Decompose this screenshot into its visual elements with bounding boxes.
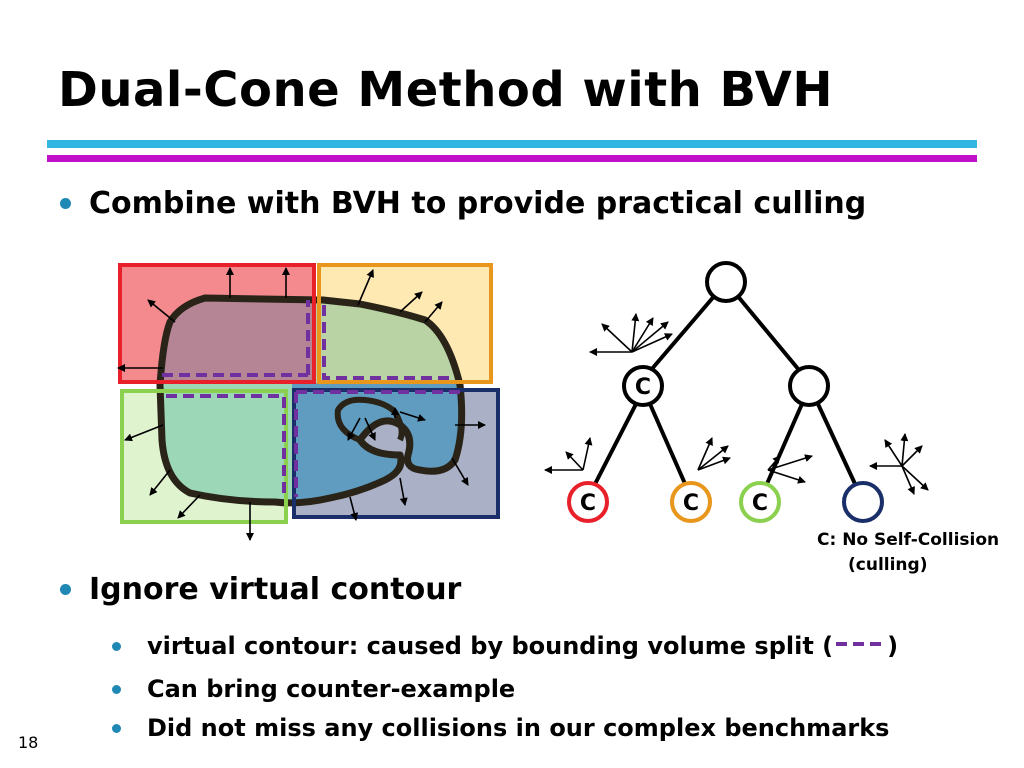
bullet-dot-icon (60, 584, 71, 595)
bullet-text: Ignore virtual contour (89, 572, 462, 607)
page-number: 18 (18, 733, 39, 752)
title-rule-cyan (47, 140, 977, 148)
title-rule-magenta (47, 155, 977, 162)
bvh-contour-diagram (117, 263, 500, 541)
bv-orange (317, 263, 493, 384)
cone-arrows (544, 313, 929, 495)
bvh-tree-diagram: C C C C (544, 261, 929, 523)
bullet-dot-icon (112, 723, 121, 733)
normal-arrows (117, 267, 486, 541)
bullet-dot-icon (60, 198, 71, 209)
slide-title: Dual-Cone Method with BVH (58, 62, 833, 118)
tree-leaf-navy (842, 481, 884, 523)
subbullet-benchmarks: Did not miss any collisions in our compl… (112, 714, 889, 742)
subbullet-text: Can bring counter-example (147, 675, 516, 703)
bullet-dot-icon (112, 684, 121, 694)
bullet-combine-bvh: Combine with BVH to provide practical cu… (60, 186, 866, 221)
tree-legend-line2: (culling) (848, 555, 928, 575)
subbullet-virtual-contour: virtual contour: caused by bounding volu… (112, 632, 898, 660)
tree-node-root (705, 261, 747, 303)
tree-node-right (788, 365, 830, 407)
tree-legend-line1: C: No Self-Collision (817, 530, 1000, 550)
bullet-ignore-virtual: Ignore virtual contour (60, 572, 461, 607)
tree-leaf-green-label: C (752, 491, 768, 516)
bullet-dot-icon (112, 641, 121, 651)
subbullet-text: Did not miss any collisions in our compl… (147, 714, 890, 742)
dashed-line-icon (836, 642, 885, 646)
inner-swirl (334, 396, 405, 443)
tree-leaf-red (567, 481, 609, 523)
tree-leaf-orange (670, 481, 712, 523)
tree-leaf-red-label: C (580, 491, 596, 516)
bv-red (118, 263, 316, 384)
tree-node-left-label: C (635, 375, 651, 400)
tree-leaf-orange-label: C (683, 491, 699, 516)
subbullet-text-close: ) (887, 632, 899, 660)
subbullet-text: virtual contour: caused by bounding volu… (147, 632, 834, 660)
region-red (160, 298, 315, 383)
tree-node-left (622, 365, 664, 407)
virtual-contour-lines (162, 300, 460, 497)
subbullet-counter-example: Can bring counter-example (112, 675, 515, 703)
tree-leaf-green (739, 481, 781, 523)
bullet-text: Combine with BVH to provide practical cu… (89, 186, 867, 221)
region-green (160, 383, 292, 503)
tree-edges (592, 292, 858, 487)
